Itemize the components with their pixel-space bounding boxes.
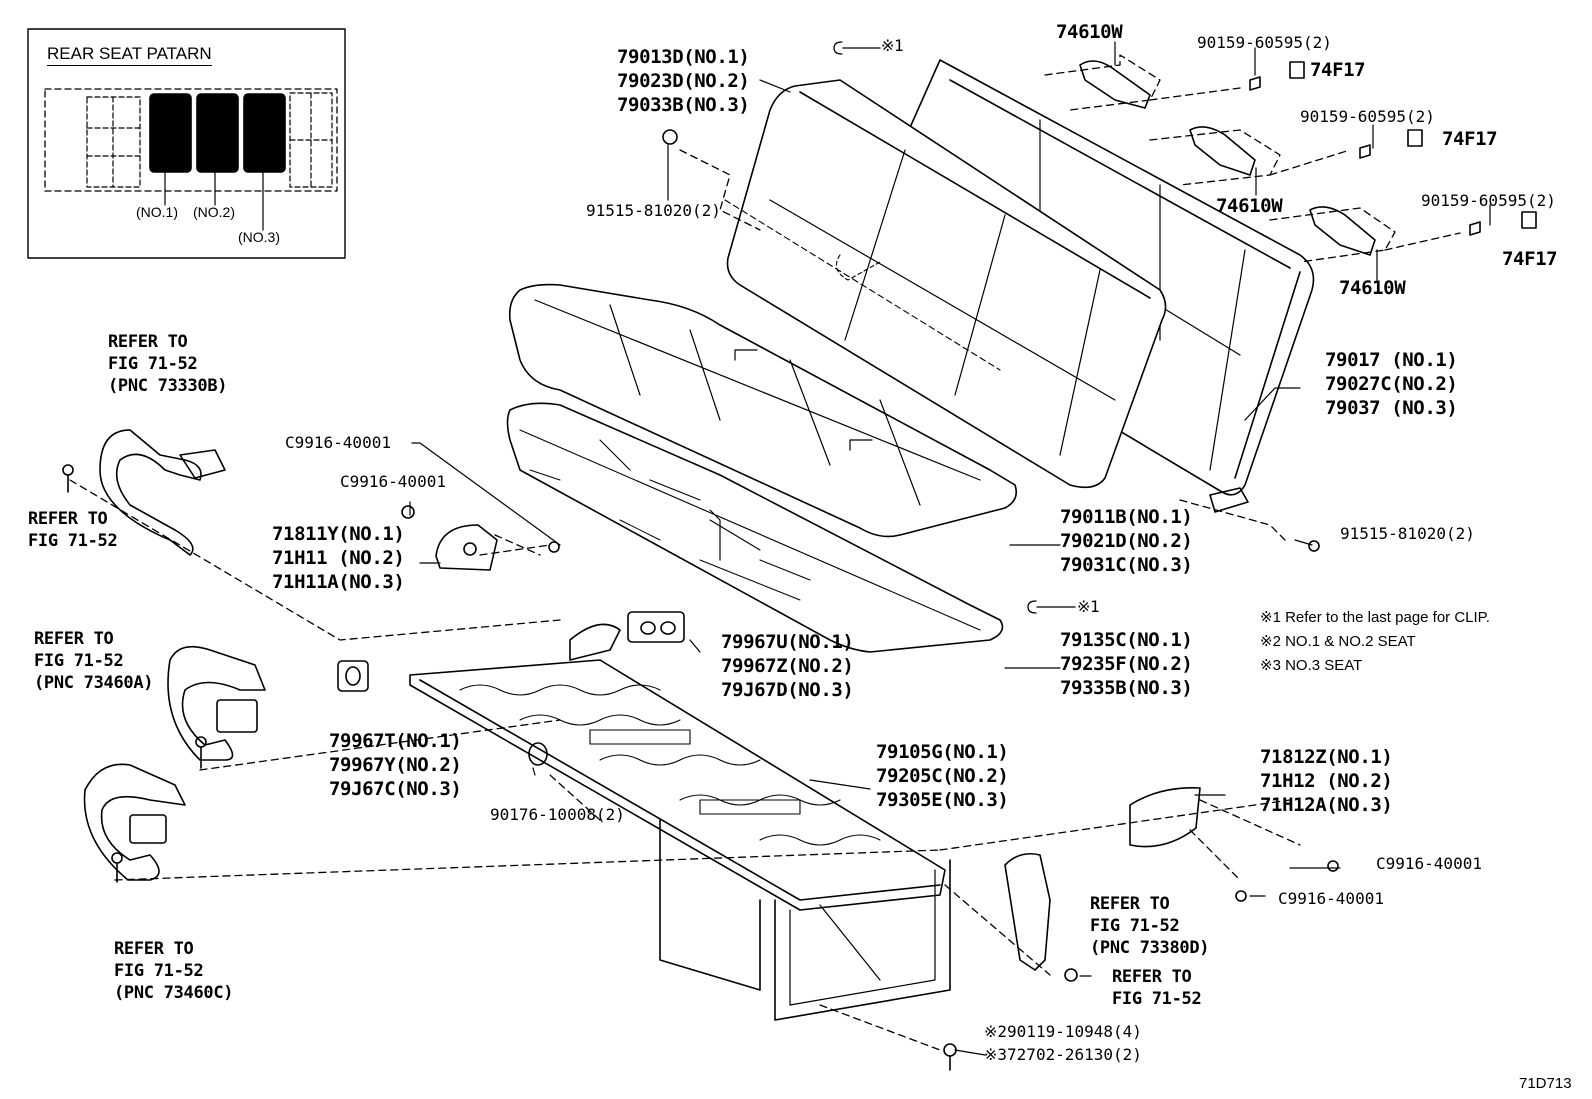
label-bushing: 90176-10008(2): [490, 805, 625, 824]
label-cushion-pad: 79135C(NO.1) 79235F(NO.2) 79335B(NO.3): [1060, 629, 1193, 699]
clip-mark-top: ※1: [881, 36, 904, 55]
label-hinge-cover-right: 71812Z(NO.1) 71H12 (NO.2) 71H12A(NO.3): [1260, 746, 1393, 816]
note-seat-no12: ※2 NO.1 & NO.2 SEAT: [1260, 633, 1416, 650]
label-seatback-frame: 79017 (NO.1) 79027C(NO.2) 79037 (NO.3): [1325, 349, 1458, 419]
seatback-cover-shape: [724, 79, 1167, 489]
label-hinge-bracket-top: 74610W: [1056, 21, 1123, 43]
cushion-pad-shape: [506, 402, 1004, 653]
inset-no1: (NO.1): [136, 204, 178, 220]
label-cover-c9916-b: C9916-40001: [340, 472, 446, 491]
label-cushion-cover: 79011B(NO.1) 79021D(NO.2) 79031C(NO.3): [1060, 506, 1193, 576]
label-clip-74f17-a: 74F17: [1310, 59, 1366, 81]
label-bolt-372702: ※372702-26130(2): [984, 1045, 1142, 1064]
clip-mark-right: ※1: [1077, 597, 1100, 616]
inset-title: REAR SEAT PATARN: [47, 43, 212, 66]
notes-block: ※1 Refer to the last page for CLIP. ※2 N…: [1260, 606, 1490, 678]
dashed-assembly-lines: [69, 54, 1461, 1051]
label-cover-c9916-a: C9916-40001: [285, 433, 391, 452]
seat-pattern-inset: [27, 28, 346, 259]
refer-belt-mid: REFER TO FIG 71-52 (PNC 73460A): [34, 629, 154, 693]
label-hinge-bracket-mid: 74610W: [1216, 195, 1283, 217]
inset-no2: (NO.2): [193, 204, 235, 220]
seat-no1-block: [149, 93, 192, 173]
label-lock-cover-t: 79967T(NO.1) 79967Y(NO.2) 79J67C(NO.3): [329, 730, 462, 800]
note-clip: ※1 Refer to the last page for CLIP.: [1260, 609, 1490, 626]
hinge-covers-shapes: [435, 524, 1201, 848]
label-cushion-frame: 79105G(NO.1) 79205C(NO.2) 79305E(NO.3): [876, 741, 1009, 811]
label-hinge-cover-left: 71811Y(NO.1) 71H11 (NO.2) 71H11A(NO.3): [272, 523, 405, 593]
refer-bolt-right: REFER TO FIG 71-52: [1112, 967, 1202, 1009]
buckle-shape: [1004, 852, 1078, 982]
figure-code: 71D713: [1519, 1075, 1572, 1092]
seat-belt-shapes: [62, 429, 266, 883]
label-bolt-90159-a: 90159-60595(2): [1197, 33, 1332, 52]
refer-belt-low: REFER TO FIG 71-52 (PNC 73460C): [114, 939, 234, 1003]
label-lock-cover-u: 79967U(NO.1) 79967Z(NO.2) 79J67D(NO.3): [721, 631, 854, 701]
label-bolt-90159-c: 90159-60595(2): [1421, 191, 1556, 210]
note-seat-no3: ※3 NO.3 SEAT: [1260, 657, 1363, 674]
label-hinge-bracket-low: 74610W: [1339, 277, 1406, 299]
seat-no2-block: [196, 93, 239, 173]
refer-buckle-right: REFER TO FIG 71-52 (PNC 73380D): [1090, 894, 1210, 958]
label-clip-74f17-c: 74F17: [1502, 248, 1558, 270]
cushion-cover-shape: [508, 283, 1018, 538]
seat-no3-block: [243, 93, 286, 173]
clip-mark-shapes: [833, 41, 1076, 614]
leader-lines: [409, 41, 1491, 1056]
label-seatback-cover: 79013D(NO.1) 79023D(NO.2) 79033B(NO.3): [617, 46, 750, 116]
label-cover-c9916-c: C9916-40001: [1376, 854, 1482, 873]
refer-belt-top: REFER TO FIG 71-52 (PNC 73330B): [108, 332, 228, 396]
label-bolt-91515-top: 91515-81020(2): [586, 201, 721, 220]
label-bolt-90159-b: 90159-60595(2): [1300, 107, 1435, 126]
hinge-bracket-shapes: [401, 60, 1537, 1071]
label-bolt-290119: ※290119-10948(4): [984, 1022, 1142, 1041]
label-cover-c9916-d: C9916-40001: [1278, 889, 1384, 908]
inset-no3: (NO.3): [238, 229, 280, 245]
refer-bolt-left: REFER TO FIG 71-52: [28, 509, 118, 551]
label-clip-74f17-b: 74F17: [1442, 128, 1498, 150]
label-bolt-91515-right: 91515-81020(2): [1340, 524, 1475, 543]
cushion-frame-shape: [337, 611, 951, 1021]
